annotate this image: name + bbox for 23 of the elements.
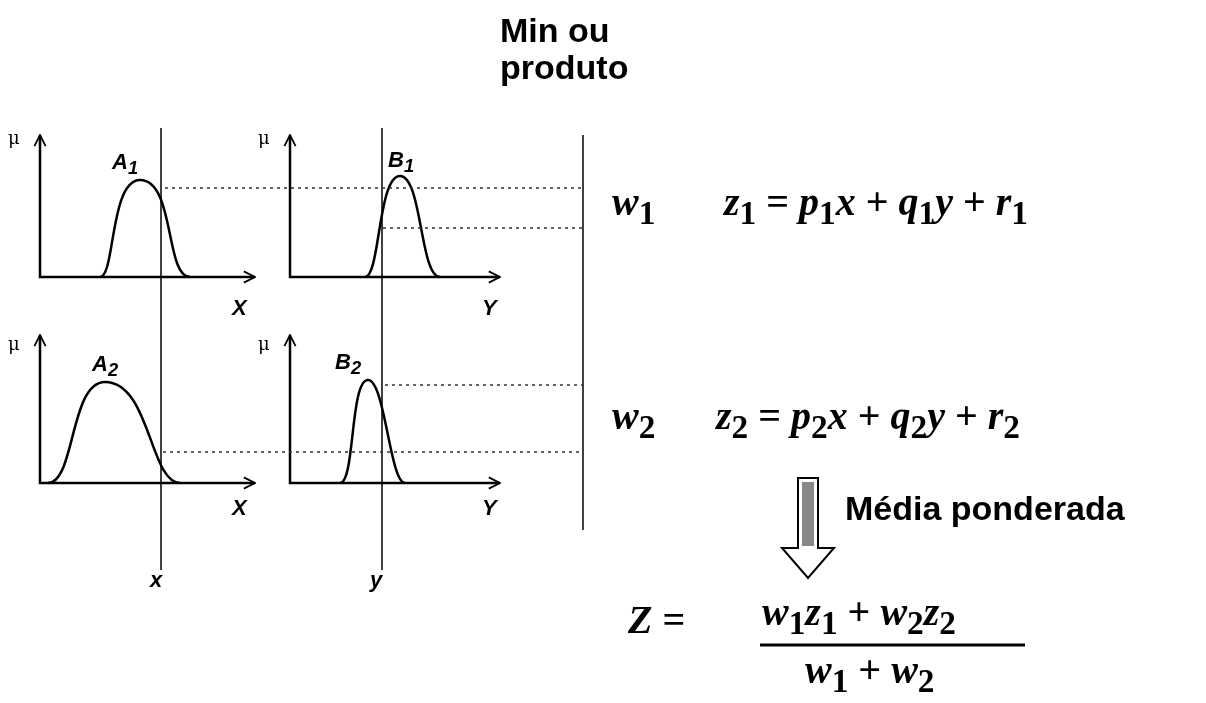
axis-label: μ [8, 128, 20, 148]
axis-label: Y [482, 496, 497, 521]
axis-label: μ [8, 334, 20, 354]
fraction-denominator: w$_{1}$ + w$_{2}$ [805, 648, 935, 700]
axis-label: Y [482, 296, 497, 321]
set-label: A$_{2}$ [92, 352, 119, 381]
axis-label: X [232, 496, 247, 521]
input-label: x [150, 568, 163, 593]
set-label: B$_{2}$ [335, 350, 362, 379]
weight-label: w$_{1}$ [612, 180, 656, 232]
rule-output-formula: z$_{2}$ = p$_{2}$x + q$_{2}$y + r$_{2}$ [716, 394, 1020, 446]
axis-label: X [232, 296, 247, 321]
rule-output-formula: z$_{1}$ = p$_{1}$x + q$_{1}$y + r$_{1}$ [724, 180, 1028, 232]
axis-label: μ [258, 128, 270, 148]
output-formula: Z = [628, 598, 686, 642]
operation-label: Média ponderada [845, 490, 1125, 528]
axis-label: μ [258, 334, 270, 354]
input-label: y [370, 568, 383, 593]
weight-label: w$_{2}$ [612, 394, 656, 446]
set-label: A$_{1}$ [112, 150, 139, 179]
set-label: B$_{1}$ [388, 148, 415, 177]
fraction-numerator: w$_{1}$z$_{1}$ + w$_{2}$z$_{2}$ [762, 590, 956, 642]
heading: Min ou produto [500, 12, 630, 87]
